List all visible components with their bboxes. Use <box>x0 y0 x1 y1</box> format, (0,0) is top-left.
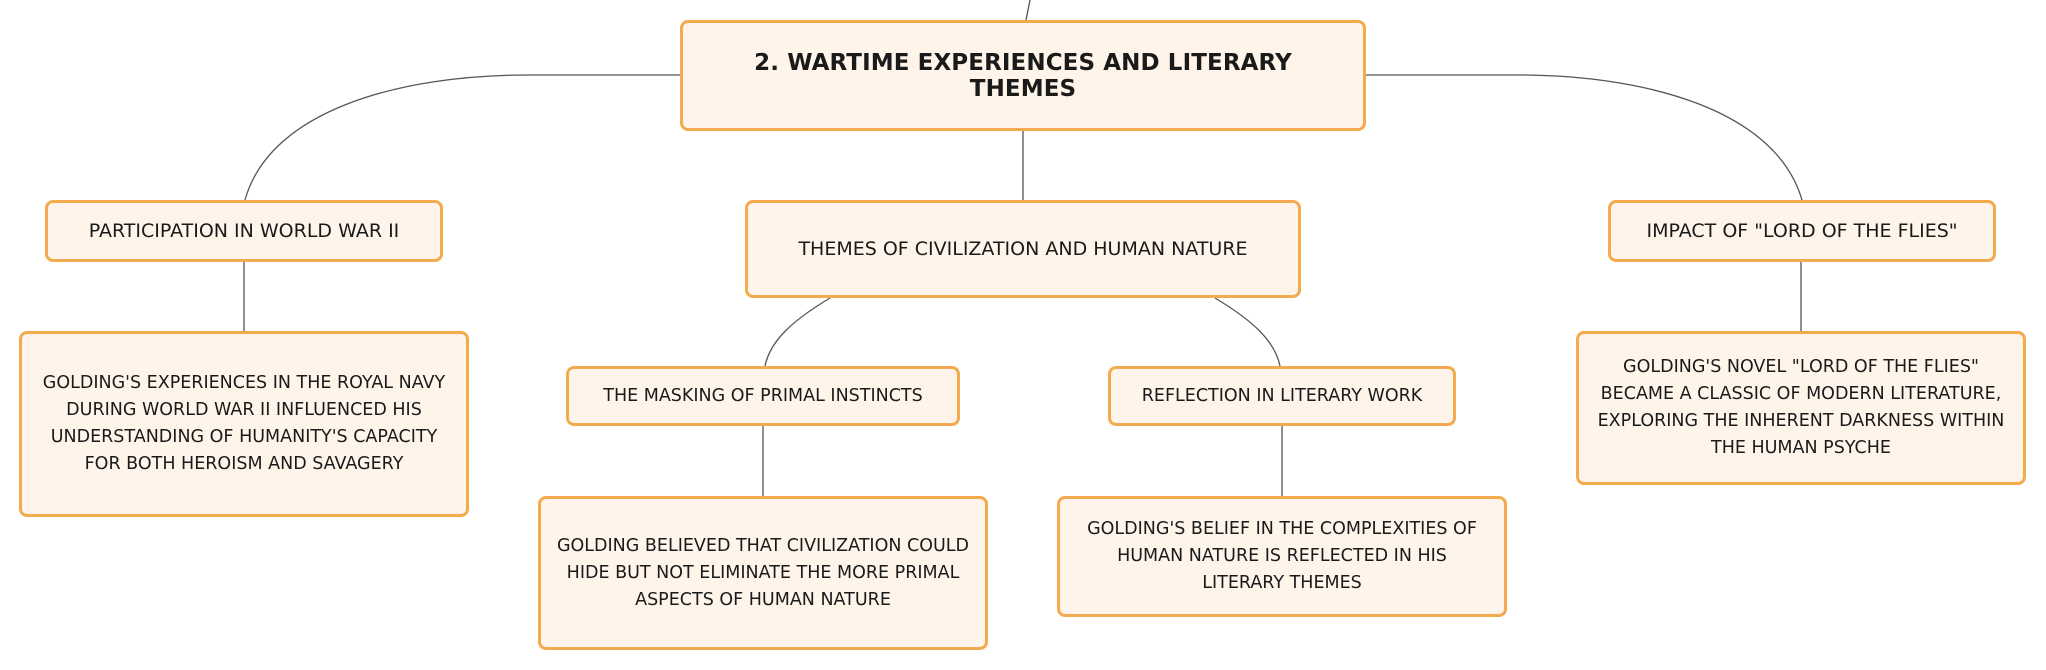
node-masking-detail[interactable]: GOLDING BELIEVED THAT CIVILIZATION COULD… <box>538 496 988 650</box>
node-participation-ww2[interactable]: PARTICIPATION IN WORLD WAR II <box>45 200 443 262</box>
node-text: GOLDING'S EXPERIENCES IN THE ROYAL NAVY … <box>42 373 446 474</box>
connector-parent-to-root <box>1025 0 1031 21</box>
node-label: REFLECTION IN LITERARY WORK <box>1141 386 1423 406</box>
node-label: THE MASKING OF PRIMAL INSTINCTS <box>603 386 923 406</box>
node-label: THEMES OF CIVILIZATION AND HUMAN NATURE <box>798 238 1248 260</box>
node-label: PARTICIPATION IN WORLD WAR II <box>88 220 400 242</box>
connector-root-to-ww2 <box>244 74 680 201</box>
node-ww2-detail[interactable]: GOLDING'S EXPERIENCES IN THE ROYAL NAVY … <box>19 331 469 517</box>
node-text: GOLDING BELIEVED THAT CIVILIZATION COULD… <box>556 535 970 610</box>
node-label: IMPACT OF "LORD OF THE FLIES" <box>1646 220 1958 242</box>
root-node[interactable]: 2. WARTIME EXPERIENCES AND LITERARY THEM… <box>680 20 1366 131</box>
node-masking-primal-instincts[interactable]: THE MASKING OF PRIMAL INSTINCTS <box>566 366 960 426</box>
node-themes-civilization[interactable]: THEMES OF CIVILIZATION AND HUMAN NATURE <box>745 200 1301 298</box>
node-impact-detail[interactable]: GOLDING'S NOVEL "LORD OF THE FLIES" BECA… <box>1576 331 2026 485</box>
node-reflection-literary-work[interactable]: REFLECTION IN LITERARY WORK <box>1108 366 1456 426</box>
connector-themes-to-reflection <box>1214 297 1281 367</box>
root-title: 2. WARTIME EXPERIENCES AND LITERARY THEM… <box>754 49 1292 102</box>
connector-themes-to-masking <box>764 297 831 367</box>
node-impact-lord-of-the-flies[interactable]: IMPACT OF "LORD OF THE FLIES" <box>1608 200 1996 262</box>
node-text: GOLDING'S NOVEL "LORD OF THE FLIES" BECA… <box>1597 357 2005 458</box>
node-text: GOLDING'S BELIEF IN THE COMPLEXITIES OF … <box>1087 519 1477 593</box>
connector-root-to-impact <box>1366 74 1803 201</box>
node-reflection-detail[interactable]: GOLDING'S BELIEF IN THE COMPLEXITIES OF … <box>1057 496 1507 617</box>
